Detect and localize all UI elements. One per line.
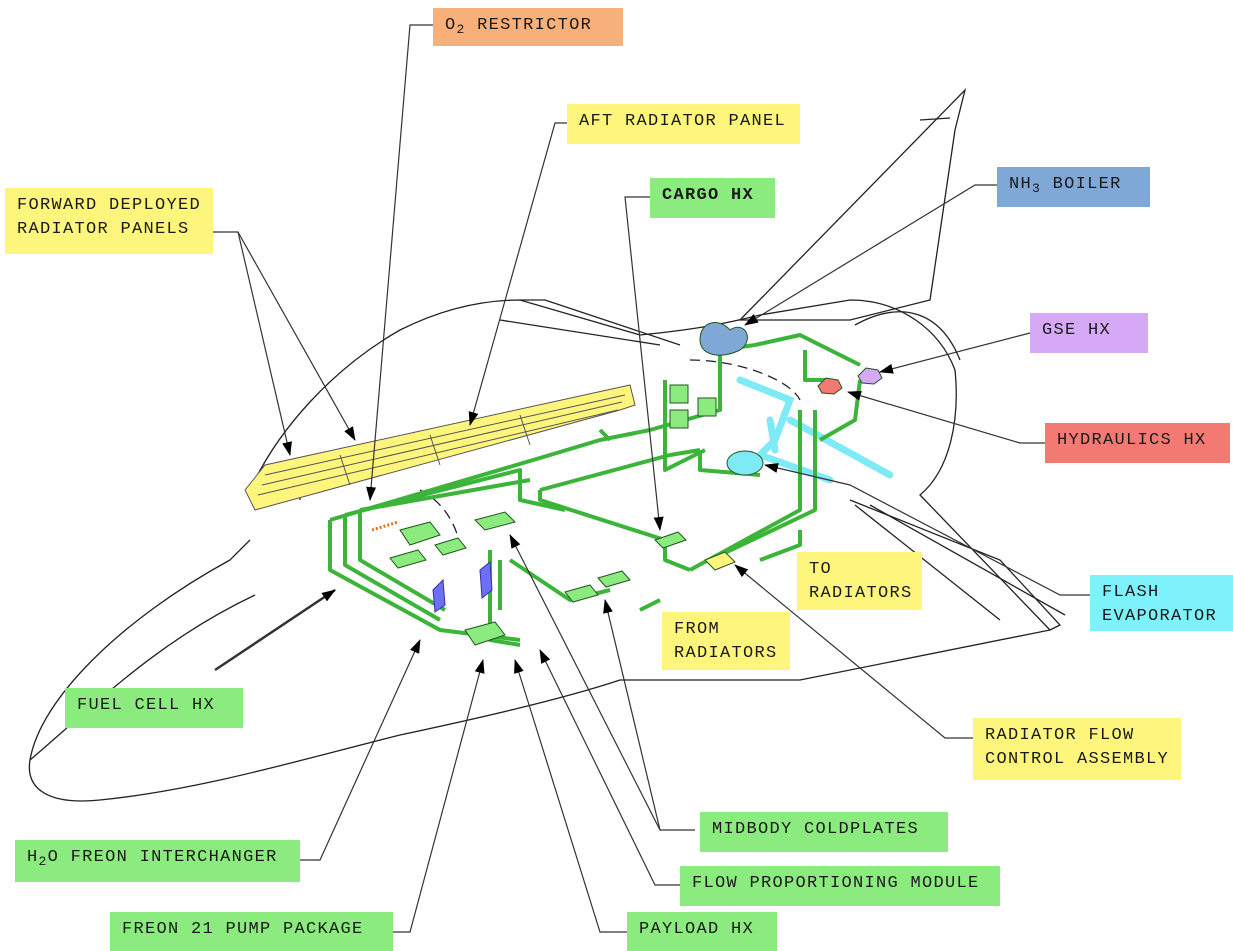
gse-hx-shape xyxy=(858,368,882,384)
h2o-suffix: O FREON INTERCHANGER xyxy=(48,848,278,867)
label-freon-21-pump-package: FREON 21 PUMP PACKAGE xyxy=(110,912,393,951)
leader-aft-radiator xyxy=(470,123,567,425)
h2o-subscript: 2 xyxy=(39,854,48,869)
label-nh3-boiler: NH3 BOILER xyxy=(997,167,1150,207)
label-gse-hx: GSE HX xyxy=(1030,313,1148,353)
o2-suffix: RESTRICTOR xyxy=(466,16,593,35)
freon-21-pump-package-text: FREON 21 PUMP PACKAGE xyxy=(122,920,364,939)
fuel-cell-hx-text: FUEL CELL HX xyxy=(77,696,215,715)
flash-evap-line-1: FLASH xyxy=(1102,581,1221,605)
hydraulics-hx-text: HYDRAULICS HX xyxy=(1057,431,1207,450)
gse-hx-text: GSE HX xyxy=(1042,321,1111,340)
avionics-box-3 xyxy=(698,398,716,416)
leader-nh3 xyxy=(745,185,997,325)
nh3-subscript: 3 xyxy=(1032,181,1041,196)
leader-gse xyxy=(880,333,1030,372)
nh3-prefix: NH xyxy=(1009,175,1032,194)
label-from-radiators: FROM RADIATORS xyxy=(662,612,790,670)
nh3-suffix: BOILER xyxy=(1041,175,1122,194)
leader-h2o xyxy=(300,640,420,860)
label-flow-proportioning-module: FLOW PROPORTIONING MODULE xyxy=(680,866,1000,906)
cargo-hx-plate xyxy=(655,532,686,548)
from-radiators-line-1: FROM xyxy=(674,618,778,642)
aft-radiator-panel-text: AFT RADIATOR PANEL xyxy=(579,112,786,131)
coldplate-4 xyxy=(598,571,630,587)
label-midbody-coldplates: MIDBODY COLDPLATES xyxy=(700,812,948,852)
o2-subscript: 2 xyxy=(457,22,466,37)
h2o-prefix: H xyxy=(27,848,39,867)
tail-rudder xyxy=(855,312,960,360)
leader-midbody-2 xyxy=(605,600,660,830)
freon-loop-pipes xyxy=(330,335,860,645)
label-fuel-cell-hx: FUEL CELL HX xyxy=(65,688,243,728)
label-cargo-hx: CARGO HX xyxy=(650,178,775,218)
leader-o2-restrictor xyxy=(370,25,433,500)
label-forward-deployed-radiator-panels: FORWARD DEPLOYED RADIATOR PANELS xyxy=(5,188,213,254)
tail-fin-line xyxy=(920,118,950,120)
midbody-coldplates-text: MIDBODY COLDPLATES xyxy=(712,820,919,839)
avionics-box-2 xyxy=(670,410,688,428)
fuel-cell-hx xyxy=(400,522,440,545)
label-flash-evaporator: FLASH EVAPORATOR xyxy=(1090,575,1233,631)
forward-line-1: FORWARD DEPLOYED xyxy=(17,194,201,218)
rfca-line-1: RADIATOR FLOW xyxy=(985,724,1169,748)
label-radiator-flow-control-assembly: RADIATOR FLOW CONTROL ASSEMBLY xyxy=(973,718,1181,780)
flash-evaporator-shape xyxy=(727,451,763,475)
fuselage-lower xyxy=(30,595,255,760)
coldplate-1 xyxy=(475,512,515,530)
payload-hx-text: PAYLOAD HX xyxy=(639,920,754,939)
label-aft-radiator-panel: AFT RADIATOR PANEL xyxy=(567,104,800,144)
leader-payload xyxy=(515,660,627,932)
nh3-boiler-shape xyxy=(700,323,747,356)
leader-flow-prop xyxy=(540,650,680,885)
flow-proportioning-module-text: FLOW PROPORTIONING MODULE xyxy=(692,874,980,893)
leader-cargo-hx xyxy=(625,197,660,530)
coldplate-5 xyxy=(435,538,466,555)
leader-forward-1 xyxy=(213,232,290,455)
forward-line-2: RADIATOR PANELS xyxy=(17,218,201,242)
flow-control-assembly xyxy=(705,552,735,570)
leader-fuel-cell xyxy=(215,590,335,670)
rfca-line-2: CONTROL ASSEMBLY xyxy=(985,748,1169,772)
leader-hydraulics xyxy=(848,392,1045,443)
label-hydraulics-hx: HYDRAULICS HX xyxy=(1045,423,1230,463)
flash-evap-line-2: EVAPORATOR xyxy=(1102,605,1221,629)
cargo-hx-text: CARGO HX xyxy=(662,186,754,205)
from-radiators-line-2: RADIATORS xyxy=(674,642,778,666)
to-radiators-line-1: TO xyxy=(809,558,910,582)
leader-pump xyxy=(393,660,483,932)
o2-restrictor-coil xyxy=(372,522,398,530)
o2-prefix: O xyxy=(445,16,457,35)
label-o2-restrictor: O2 RESTRICTOR xyxy=(433,8,623,46)
leader-forward-2 xyxy=(238,232,355,440)
coldplate-2 xyxy=(390,550,426,568)
to-radiators-line-2: RADIATORS xyxy=(809,582,910,606)
payload-bay-line xyxy=(500,320,660,345)
label-h2o-freon-interchanger: H2O FREON INTERCHANGER xyxy=(15,840,300,882)
label-to-radiators: TO RADIATORS xyxy=(797,552,922,610)
label-payload-hx: PAYLOAD HX xyxy=(627,912,777,951)
avionics-box-1 xyxy=(670,385,688,403)
